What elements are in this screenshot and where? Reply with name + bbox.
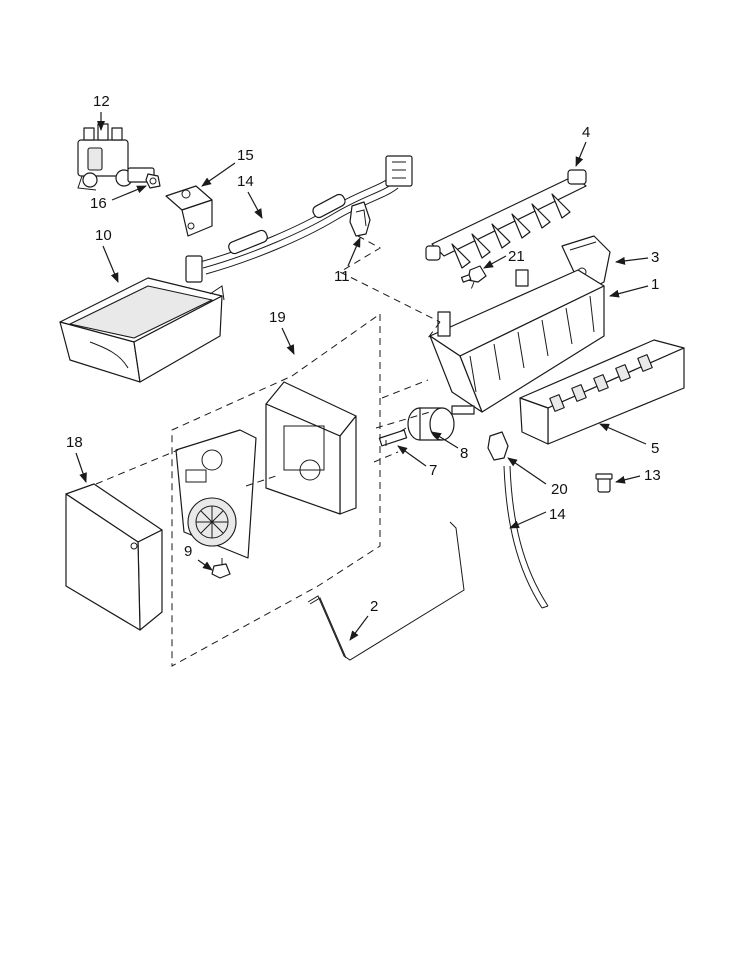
callout-13: 13: [644, 467, 661, 484]
leader-7: [397, 445, 427, 467]
leader-3: [615, 256, 649, 265]
part-16-bracket: [165, 185, 213, 237]
callout-4: 4: [582, 124, 590, 141]
part-5-stripper: [519, 339, 685, 445]
callout-7: 7: [429, 462, 437, 479]
leader-20: [483, 255, 507, 269]
leader-1: [609, 285, 649, 298]
part-17-screw: [145, 173, 161, 189]
part-14-tube: [503, 465, 549, 609]
part-15-wire-harness: [185, 155, 413, 283]
callout-14: 14: [549, 506, 566, 523]
part-19-motor-plate: [175, 429, 257, 559]
part-7-shaft: [378, 429, 408, 447]
callout-18: 18: [66, 434, 83, 451]
leader-2: [349, 615, 369, 641]
callout-9: 9: [184, 543, 192, 560]
leader-10: [102, 245, 119, 283]
callout-5: 5: [651, 440, 659, 457]
part-11-clip: [349, 201, 371, 237]
leader-18: [75, 452, 87, 483]
callout-2: 2: [370, 598, 378, 615]
part-12-water-valve: [77, 123, 155, 191]
callout-20: 21: [508, 248, 525, 265]
callout-12: 12: [93, 93, 110, 110]
callout-1: 1: [651, 276, 659, 293]
part-21-clip: [487, 431, 509, 461]
callout-3: 3: [651, 249, 659, 266]
part-18-cover: [65, 483, 163, 631]
leader-4: [575, 141, 587, 167]
callout-16: 15: [237, 147, 254, 164]
part-2-bail-arm: [307, 521, 465, 661]
part-20-screw: [460, 265, 487, 283]
leader-19: [281, 327, 295, 355]
leader-21: [507, 457, 547, 485]
leader-14: [509, 511, 547, 529]
leader-17: [111, 185, 147, 201]
leader-13: [615, 475, 641, 484]
leader-9: [197, 559, 213, 571]
part-19-module-group: [171, 313, 381, 667]
callout-15: 14: [237, 173, 254, 190]
callout-21: 20: [551, 481, 568, 498]
leader-8: [431, 431, 459, 449]
part-9-screw: [211, 563, 231, 579]
callout-labels: 12 15 14 16 4 10 21 3 11 1 19 18 5 8 7 1…: [66, 93, 661, 615]
part-13-plug: [595, 473, 613, 493]
part-1-ice-mold: [429, 269, 605, 415]
callout-8: 8: [460, 445, 468, 462]
connector-lines: [95, 235, 475, 566]
part-19-housing: [265, 381, 357, 515]
callout-10: 10: [95, 227, 112, 244]
callout-11: 11: [334, 268, 350, 285]
callout-17: 16: [90, 195, 107, 212]
leader-arrows: [75, 112, 649, 641]
leader-11: [347, 237, 361, 267]
leader-5: [599, 423, 647, 445]
leader-16: [201, 162, 236, 187]
leader-15: [247, 191, 263, 219]
callout-19: 19: [269, 309, 286, 326]
part-4-ejector: [425, 169, 587, 269]
part-10-ice-bin: [59, 277, 225, 383]
